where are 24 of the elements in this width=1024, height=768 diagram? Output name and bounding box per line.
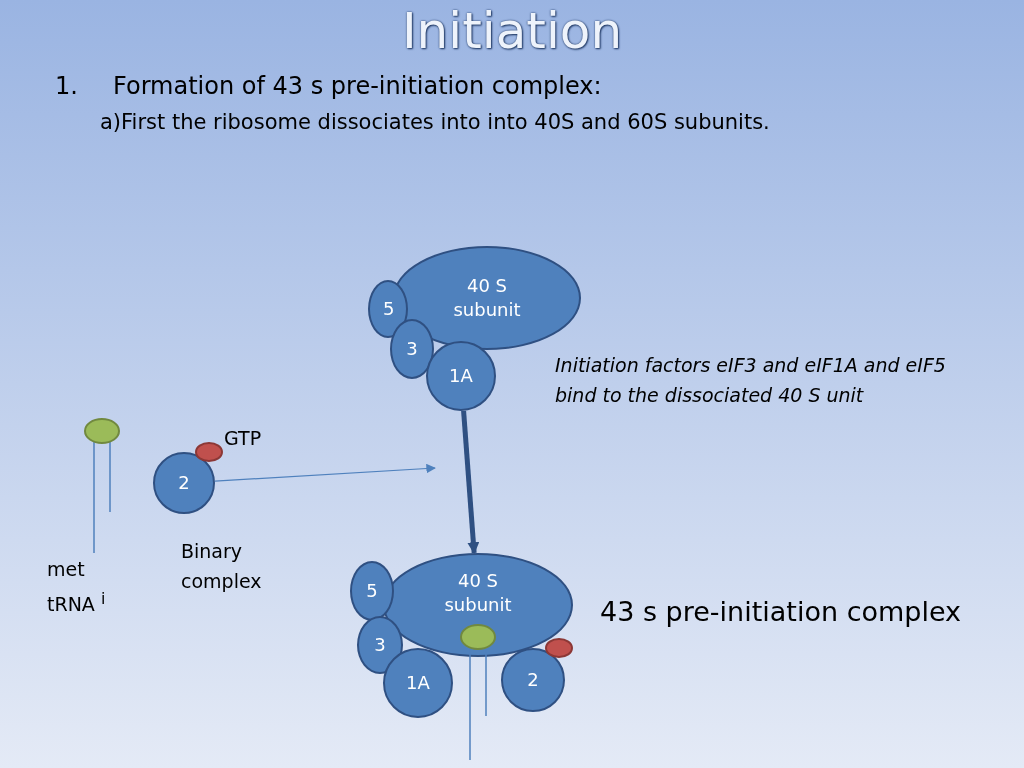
node-label: 1A [448, 364, 474, 388]
factor-circle [501, 648, 565, 712]
gtp-label: GTP [224, 427, 262, 449]
arrow [461, 410, 480, 555]
node-label: 40 S subunit [443, 569, 513, 617]
annotation-text: Initiation factors eIF3 and eIF1A and eIF5 bind to the dissociated 40 S unit [555, 353, 947, 408]
arrow [214, 463, 436, 482]
factor-circle [368, 280, 408, 338]
slide-title: Initiation [400, 2, 624, 60]
node-label: 2 [526, 668, 540, 692]
node-label: 5 [383, 297, 393, 321]
heading-text: Formation of 43 s pre-initiation complex: [113, 72, 602, 100]
factor-circle [350, 561, 394, 621]
node-label: 40 S subunit [452, 274, 522, 322]
node-label: 5 [365, 579, 379, 603]
complex-label: 43 s pre-initiation complex [600, 596, 962, 627]
body-text: a)First the ribosome dissociates into into 40S and 60S subunits. [100, 110, 770, 134]
trna-label: met tRNA $^{i}$ [47, 557, 107, 618]
caption-text: Binary complex [181, 539, 263, 594]
node-label: 2 [177, 471, 191, 495]
node-label: 3 [405, 337, 419, 361]
node-label: 3 [373, 633, 387, 657]
list-number: 1. [55, 72, 78, 100]
node-label: 1A [405, 671, 431, 695]
